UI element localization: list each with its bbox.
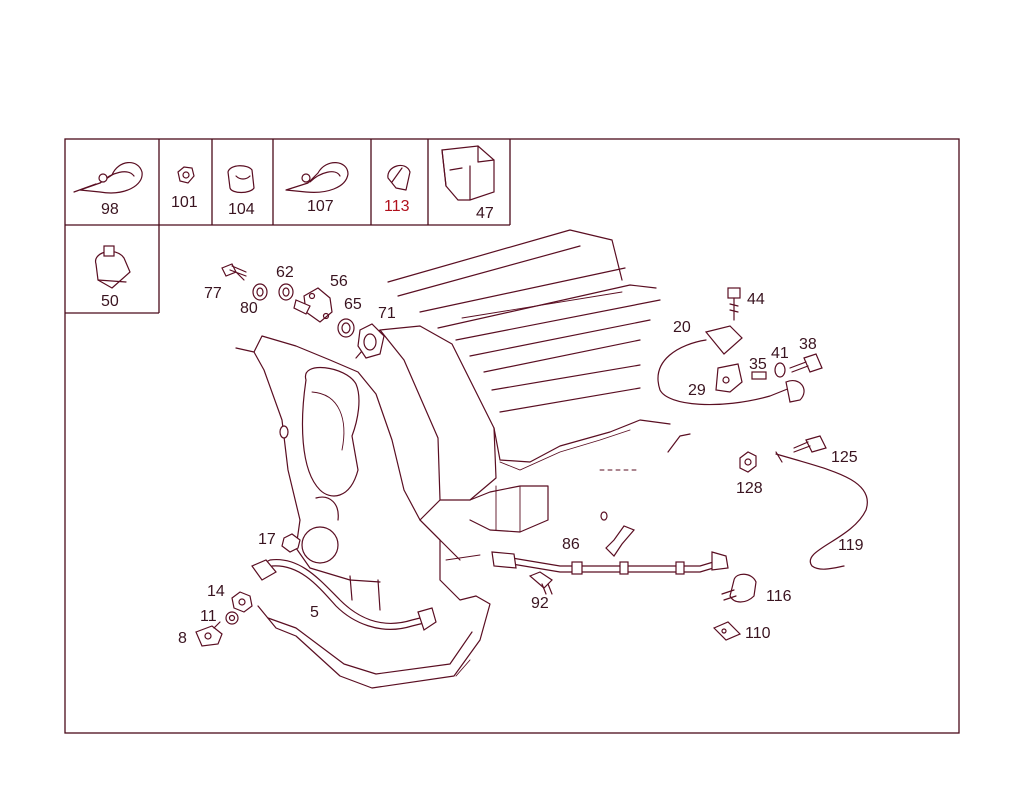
sensor-56 — [293, 287, 333, 323]
bracket-29 — [715, 363, 743, 393]
bracket-110 — [712, 621, 742, 641]
clamp-107-icon — [285, 162, 349, 193]
callout-71: 71 — [378, 305, 396, 322]
bolt-38 — [789, 353, 823, 373]
callout-119: 119 — [838, 537, 864, 554]
callout-116: 116 — [766, 588, 792, 605]
callout-14: 14 — [207, 583, 225, 600]
callout-56: 56 — [330, 273, 348, 290]
callout-5: 5 — [310, 604, 319, 621]
sensor-cable-86 — [491, 511, 729, 575]
label-113: 113 — [384, 198, 410, 215]
callout-62: 62 — [276, 264, 294, 281]
label-50: 50 — [101, 293, 119, 310]
bolt-44 — [727, 287, 741, 321]
callout-125: 125 — [831, 449, 858, 466]
callout-110: 110 — [745, 625, 771, 642]
callout-80: 80 — [240, 300, 258, 317]
diagram-frame — [64, 138, 960, 734]
washer-11 — [225, 611, 239, 625]
callout-44: 44 — [747, 291, 765, 308]
callout-20: 20 — [673, 319, 691, 336]
sleeve-104-icon — [227, 165, 255, 194]
callout-41: 41 — [771, 345, 789, 362]
callout-92: 92 — [531, 595, 549, 612]
engine-block-drawing — [235, 229, 691, 689]
bolt-92 — [528, 571, 553, 595]
label-98: 98 — [101, 201, 119, 218]
callout-77: 77 — [204, 285, 222, 302]
callout-65: 65 — [344, 296, 362, 313]
label-47: 47 — [476, 205, 494, 222]
callout-8: 8 — [178, 630, 187, 647]
clamp-116 — [721, 573, 757, 603]
callout-17: 17 — [258, 531, 276, 548]
callout-86: 86 — [562, 536, 580, 553]
label-101: 101 — [171, 194, 198, 211]
callout-35: 35 — [749, 356, 767, 373]
clamp-50-icon — [95, 245, 131, 289]
ground-strap-assembly — [739, 435, 868, 570]
label-104: 104 — [228, 201, 255, 218]
callout-29: 29 — [688, 382, 706, 399]
clamp-98-icon — [73, 162, 143, 194]
callout-11: 11 — [200, 608, 217, 625]
gasket-71 — [357, 323, 385, 359]
clip-113-icon — [387, 164, 411, 191]
bracket-47-icon — [441, 145, 495, 201]
seal-65 — [337, 318, 355, 338]
callout-128: 128 — [736, 480, 763, 497]
bracket-8 — [195, 621, 223, 647]
sensor-20 — [657, 325, 805, 406]
sleeve-35 — [751, 371, 767, 380]
sensor-cable-5 — [251, 559, 437, 631]
callout-38: 38 — [799, 336, 817, 353]
label-107: 107 — [307, 198, 334, 215]
nut-101-icon — [177, 166, 195, 184]
nut-14 — [231, 591, 253, 613]
inset-grid — [65, 139, 511, 314]
bolt-77 — [221, 263, 247, 281]
washer-80 — [252, 283, 268, 301]
washer-62 — [278, 283, 294, 301]
nut-17 — [281, 533, 301, 553]
washer-41 — [774, 362, 786, 378]
